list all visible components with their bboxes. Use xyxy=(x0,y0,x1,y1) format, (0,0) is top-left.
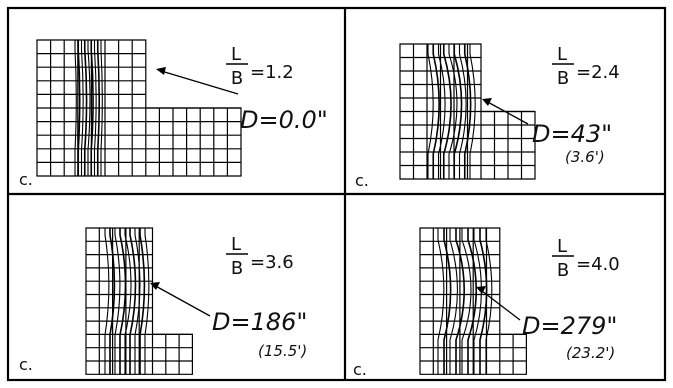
deformed-band-line xyxy=(90,40,94,176)
corner-label-d: c. xyxy=(353,360,367,379)
deformed-band-line xyxy=(467,228,477,375)
deformed-band-line xyxy=(74,40,77,176)
deformed-band-line xyxy=(119,228,127,375)
corner-label-a: c. xyxy=(19,170,33,189)
deformed-band-line xyxy=(463,44,472,179)
deformed-band-line xyxy=(448,44,458,179)
deformed-band-line xyxy=(93,40,97,176)
deformed-band-line xyxy=(479,228,488,375)
deformed-band-line xyxy=(427,44,434,179)
deformed-band-line xyxy=(134,228,141,375)
ratio-numerator-d: L xyxy=(557,236,567,257)
leader-arrow-b xyxy=(483,99,529,125)
displacement-paren-c: (15.5') xyxy=(258,342,307,360)
deformed-band-line xyxy=(104,228,110,375)
ratio-numerator-b: L xyxy=(557,44,567,65)
displacement-paren-b: (3.6') xyxy=(565,148,605,166)
ratio-denominator-c: B xyxy=(231,258,243,279)
displacement-label-d: D=279" xyxy=(522,312,617,340)
displacement-label-c: D=186" xyxy=(212,308,307,336)
deformed-band-line xyxy=(144,228,150,375)
displacement-label-b: D=43" xyxy=(532,120,612,148)
ratio-denominator-a: B xyxy=(231,68,243,89)
arrowhead-b xyxy=(482,98,492,106)
deformed-band-line xyxy=(458,44,467,179)
deformed-band-line xyxy=(442,44,452,179)
deformed-band-line xyxy=(80,40,84,176)
leader-arrow-d xyxy=(477,287,521,321)
deformed-band-line xyxy=(129,228,137,375)
panel-b: L B =2.4 D=43" (3.6') c. xyxy=(355,43,620,190)
deformed-band-line xyxy=(432,44,440,179)
panel-a: L B =1.2 D=0.0" c. xyxy=(19,39,328,189)
ratio-denominator-b: B xyxy=(557,68,569,89)
deformed-band-line xyxy=(100,40,103,176)
mesh-b xyxy=(399,43,536,180)
leader-arrow-c xyxy=(151,283,211,317)
deformed-band-line xyxy=(124,228,132,375)
deformed-band-line xyxy=(437,228,445,375)
deformed-band-line xyxy=(109,228,116,375)
arrowhead-d xyxy=(476,286,486,294)
deformed-band-line xyxy=(114,228,121,375)
ratio-value-c: =3.6 xyxy=(250,252,294,273)
deformed-band-line xyxy=(437,44,446,179)
ratio-numerator-a: L xyxy=(231,44,241,65)
panel-c: L B =3.6 D=186" (15.5') c. xyxy=(19,227,307,375)
deformed-band-line xyxy=(139,228,146,375)
ratio-value-d: =4.0 xyxy=(576,254,620,275)
deformed-band-line xyxy=(449,228,458,375)
deformed-band-line xyxy=(77,40,81,176)
arrowhead-c xyxy=(150,282,160,290)
panel-d: L B =4.0 D=279" (23.2') c. xyxy=(353,227,620,379)
deformed-band-line xyxy=(469,44,476,179)
corner-label-c: c. xyxy=(19,355,33,374)
displacement-label-a: D=0.0" xyxy=(240,106,328,134)
deformed-band-line xyxy=(87,40,91,176)
mesh-c xyxy=(85,227,193,375)
displacement-paren-d: (23.2') xyxy=(566,344,615,362)
deformed-band-line xyxy=(485,228,493,375)
corner-label-b: c. xyxy=(355,171,369,190)
deformed-band-line xyxy=(453,44,463,179)
deformed-band-line xyxy=(443,228,452,375)
deformed-band-line xyxy=(83,40,88,176)
mesh-d xyxy=(419,227,527,375)
leader-arrow-a xyxy=(157,69,239,95)
ratio-value-b: =2.4 xyxy=(576,62,620,83)
ratio-numerator-c: L xyxy=(231,234,241,255)
deformed-band-line xyxy=(461,228,472,375)
ratio-value-a: =1.2 xyxy=(250,62,294,83)
mesh-a xyxy=(36,39,242,177)
arrowhead-a xyxy=(156,67,166,75)
deformed-band-line xyxy=(455,228,465,375)
ratio-denominator-d: B xyxy=(557,260,569,281)
deformed-band-line xyxy=(96,40,101,176)
